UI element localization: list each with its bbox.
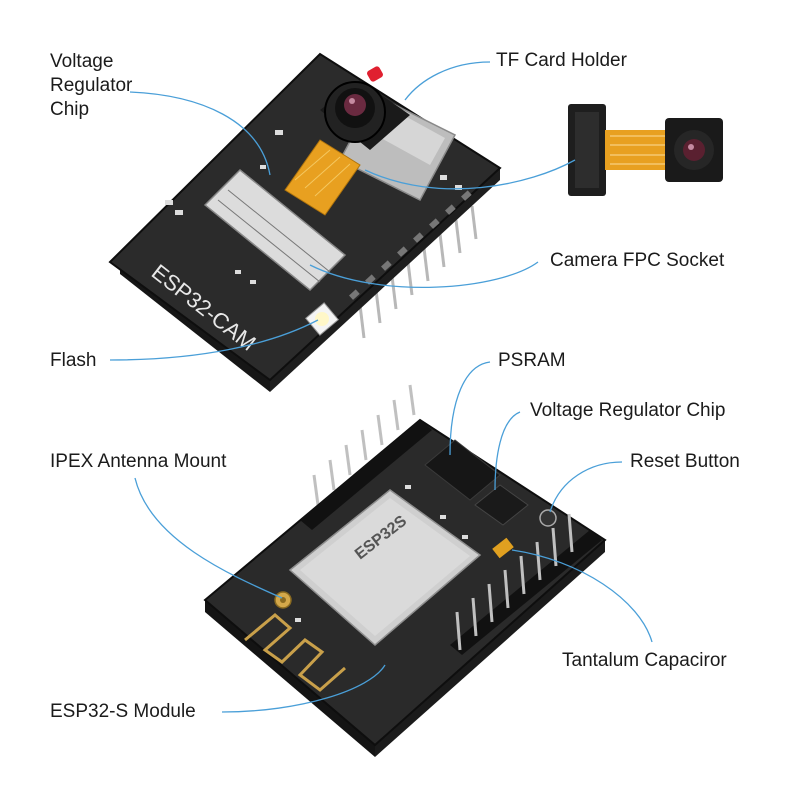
leader-psram [449,361,491,456]
label-tantalum-capacitor: Tantalum Capaciror [562,650,727,671]
bottom-header-pins-left [312,384,416,506]
top-header-pins [358,205,478,339]
camera-fpc-cable [284,139,361,216]
camera-lens-glass [344,94,366,116]
top-pcb [108,52,502,382]
reset-button-shape [539,509,557,527]
label-tf-card-holder: TF Card Holder [496,50,627,71]
label-psram: PSRAM [498,350,566,371]
voltage-regulator-chip-bottom [474,484,529,526]
leader-esp32s-module [221,664,386,713]
label-flash: Flash [50,350,97,371]
leader-voltage-regulator-bottom [494,411,521,491]
label-voltage-regulator-bottom: Voltage Regulator Chip [530,400,726,421]
leader-lines [109,61,653,713]
top-smd-parts [165,130,462,284]
leader-reset-button [549,461,623,513]
bottom-header-pins-right [455,513,574,651]
leader-tf-card-holder [404,61,491,101]
label-ipex-antenna-mount: IPEX Antenna Mount [50,451,227,472]
leader-ipex [134,477,283,599]
label-reset-button: Reset Button [630,451,740,472]
bottom-smd-parts [295,485,468,622]
label-camera-fpc-socket: Camera FPC Socket [550,250,725,271]
camera-module-standalone [568,104,723,196]
pcb-antenna-trace [244,613,346,692]
top-board: ESP32-CAM [108,52,502,392]
red-led [367,66,383,82]
bottom-header-block-right [450,530,602,655]
tantalum-capacitor-shape [492,537,514,559]
leader-camera-fpc-socket [309,261,539,289]
leader-voltage-regulator-top [129,91,271,176]
psram-chip [424,439,501,501]
leader-camera-module [364,159,576,190]
bottom-header-block-left [300,420,432,530]
label-esp32s-module: ESP32-S Module [50,701,196,722]
top-board-edge-right [270,168,500,392]
leader-flash [109,319,319,361]
camera-flex-cable [605,130,670,170]
leader-tantalum [511,549,653,643]
label-voltage-regulator-top: Voltage Regulator Chip [50,51,133,120]
bottom-board: ESP32S [203,384,607,757]
